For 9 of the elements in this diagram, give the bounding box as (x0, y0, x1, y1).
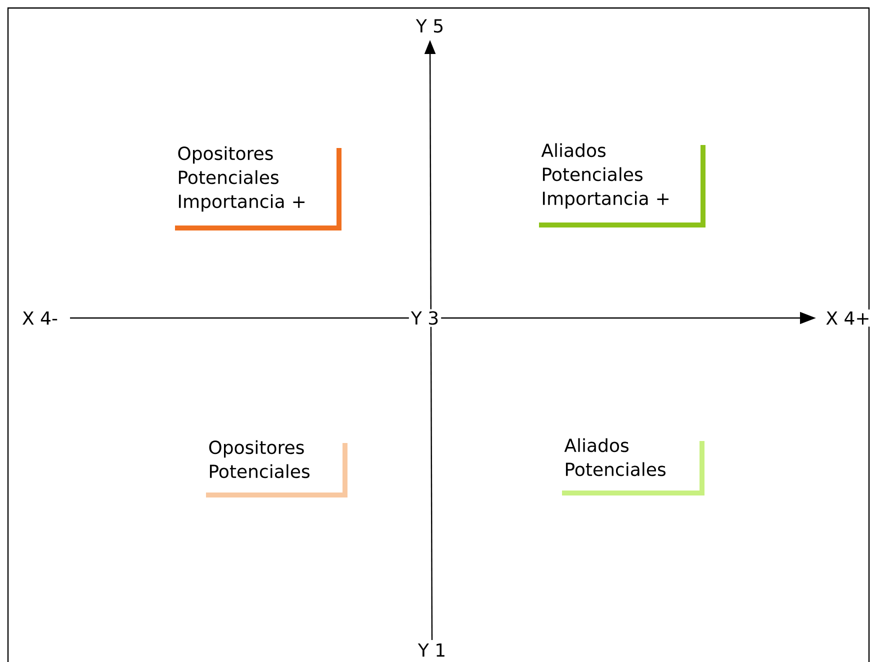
quadrant-label: Opositores Potenciales (206, 440, 348, 498)
quadrant-label: Aliados Potenciales (562, 438, 704, 496)
axis-label: Y 3 (408, 309, 442, 327)
axis-label: X 4- (20, 309, 60, 327)
quadrant-label: Opositores Potenciales Importancia + (175, 146, 342, 230)
axis-label: X 4+ (824, 309, 872, 327)
axis-label: Y 1 (416, 641, 448, 659)
quadrant-label: Aliados Potenciales Importancia + (539, 143, 706, 228)
axis-label: Y 5 (414, 17, 446, 35)
